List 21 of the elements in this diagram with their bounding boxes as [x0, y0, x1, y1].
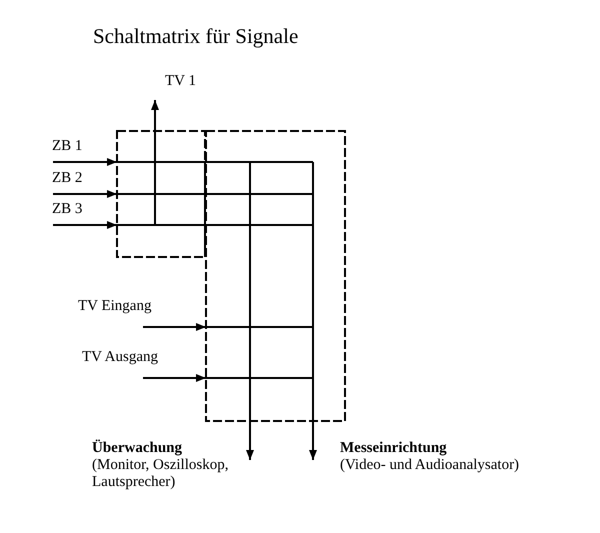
arrow: [143, 374, 206, 382]
arrow: [53, 221, 117, 229]
matrix-block: [205, 130, 346, 422]
diagram-title: Schaltmatrix für Signale: [93, 24, 298, 49]
arrow: [53, 158, 117, 166]
input-label: ZB 1: [52, 138, 84, 155]
arrow: [246, 421, 254, 460]
input-label: ZB 3: [52, 201, 84, 218]
output-heading: Messeinrichtung: [340, 440, 448, 457]
output-heading: Überwachung: [92, 440, 184, 457]
input-label: ZB 2: [52, 170, 84, 187]
output-description: (Monitor, Oszilloskop, Lautsprecher): [92, 457, 230, 491]
arrow: [53, 190, 117, 198]
arrow: [143, 323, 206, 331]
input-label: TV Eingang: [78, 298, 152, 315]
arrow: [309, 421, 317, 460]
matrix-block: [116, 130, 206, 258]
arrow: [151, 100, 159, 131]
output-description: (Video- und Audioanalysator): [340, 457, 520, 474]
input-label: TV Ausgang: [82, 349, 159, 366]
output-label: TV 1: [165, 73, 197, 90]
